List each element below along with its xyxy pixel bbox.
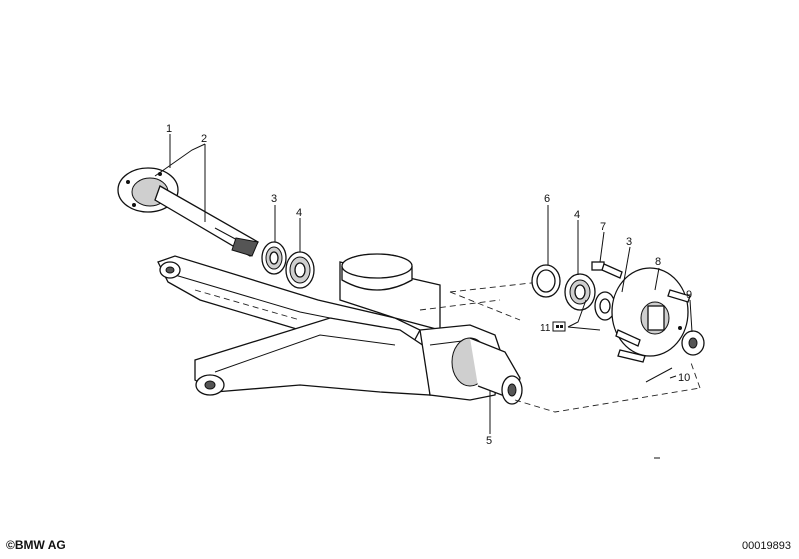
callout-4-right: 4 (574, 209, 580, 221)
callout-10: 10 (678, 372, 690, 384)
leader-lines (154, 134, 693, 434)
drive-shaft (117, 167, 259, 257)
callout-labels: 1 2 3 4 5 6 4 7 3 8 9 10 11 (166, 123, 692, 447)
ball-bearing-4-right (564, 273, 596, 311)
callout-4-left: 4 (296, 207, 302, 219)
wheel-hub-8 (611, 267, 691, 363)
callout-3-left: 3 (271, 193, 277, 205)
seal-ring-6 (531, 264, 561, 298)
assembly-dashed-outline (419, 281, 701, 413)
copyright-text: ©BMW AG (6, 538, 66, 552)
callout-11: 11 (540, 323, 551, 334)
callout-8: 8 (655, 256, 661, 268)
document-number: 00019893 (742, 540, 791, 552)
inner-bearing-3 (261, 241, 287, 275)
bolt-7 (591, 261, 623, 279)
bearing-set-marker-11 (552, 321, 566, 332)
callout-1: 1 (166, 123, 172, 135)
cotter-pin-10 (645, 367, 673, 383)
callout-2: 2 (201, 133, 207, 145)
callout-3-right: 3 (626, 236, 632, 248)
ball-bearing-4 (285, 251, 315, 289)
callout-6: 6 (544, 193, 550, 205)
inner-race-3-right (594, 291, 616, 321)
callout-5: 5 (486, 435, 492, 447)
callout-9: 9 (686, 289, 692, 301)
castle-nut-9 (681, 330, 705, 356)
callout-7: 7 (600, 221, 606, 233)
trailing-arm (157, 253, 523, 405)
